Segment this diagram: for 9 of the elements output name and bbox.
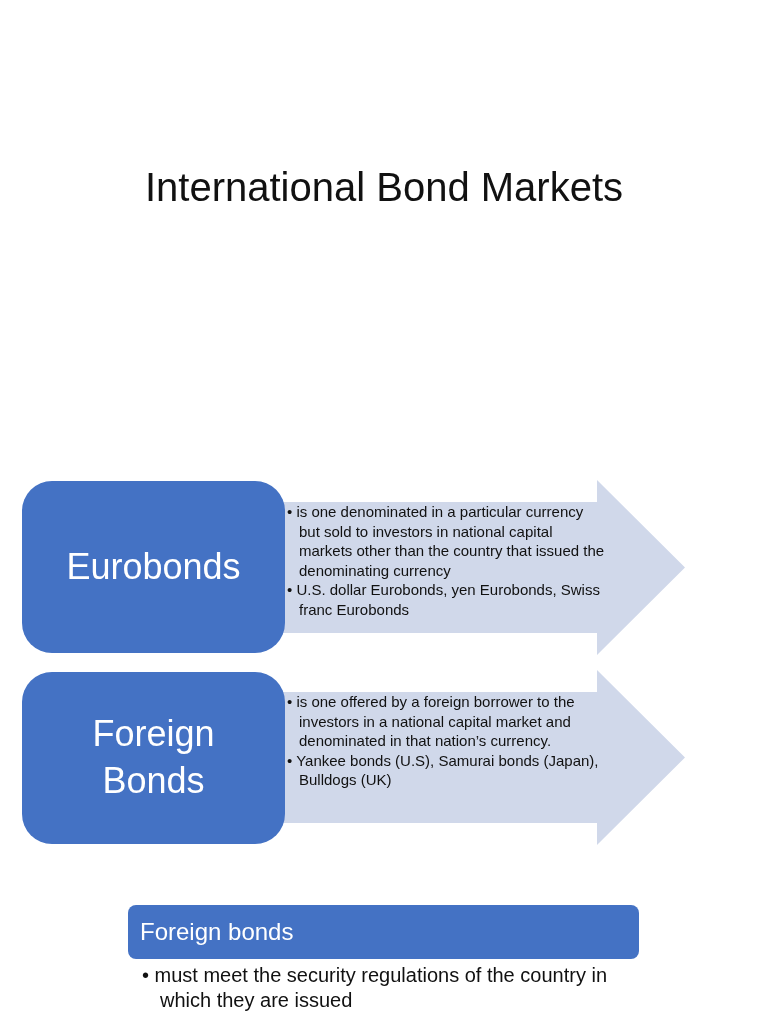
header-bar: Foreign bonds (128, 905, 639, 959)
bullet-text: • is one offered by a foreign borrower to the investors in a national capital market and denominated in that nation’s currency. (287, 692, 576, 751)
bullet-text: • is one denominated in a particular currency but sold to investors in national capital markets other than the country that issued the denominating currency (287, 502, 606, 580)
bullet-text: • Yankee bonds (U.S), Samurai bonds (Japan), Bulldogs (UK) (287, 750, 600, 790)
bullet-text: • U.S. dollar Eurobonds, yen Eurobonds, Swiss franc Eurobonds (287, 580, 601, 619)
category-box: Foreign Bonds (22, 672, 285, 844)
bullet-text: • must meet the security regulations of the country in which they are issued (142, 963, 608, 1013)
category-box: Eurobonds (22, 481, 285, 653)
slide-title: International Bond Markets (143, 165, 624, 210)
